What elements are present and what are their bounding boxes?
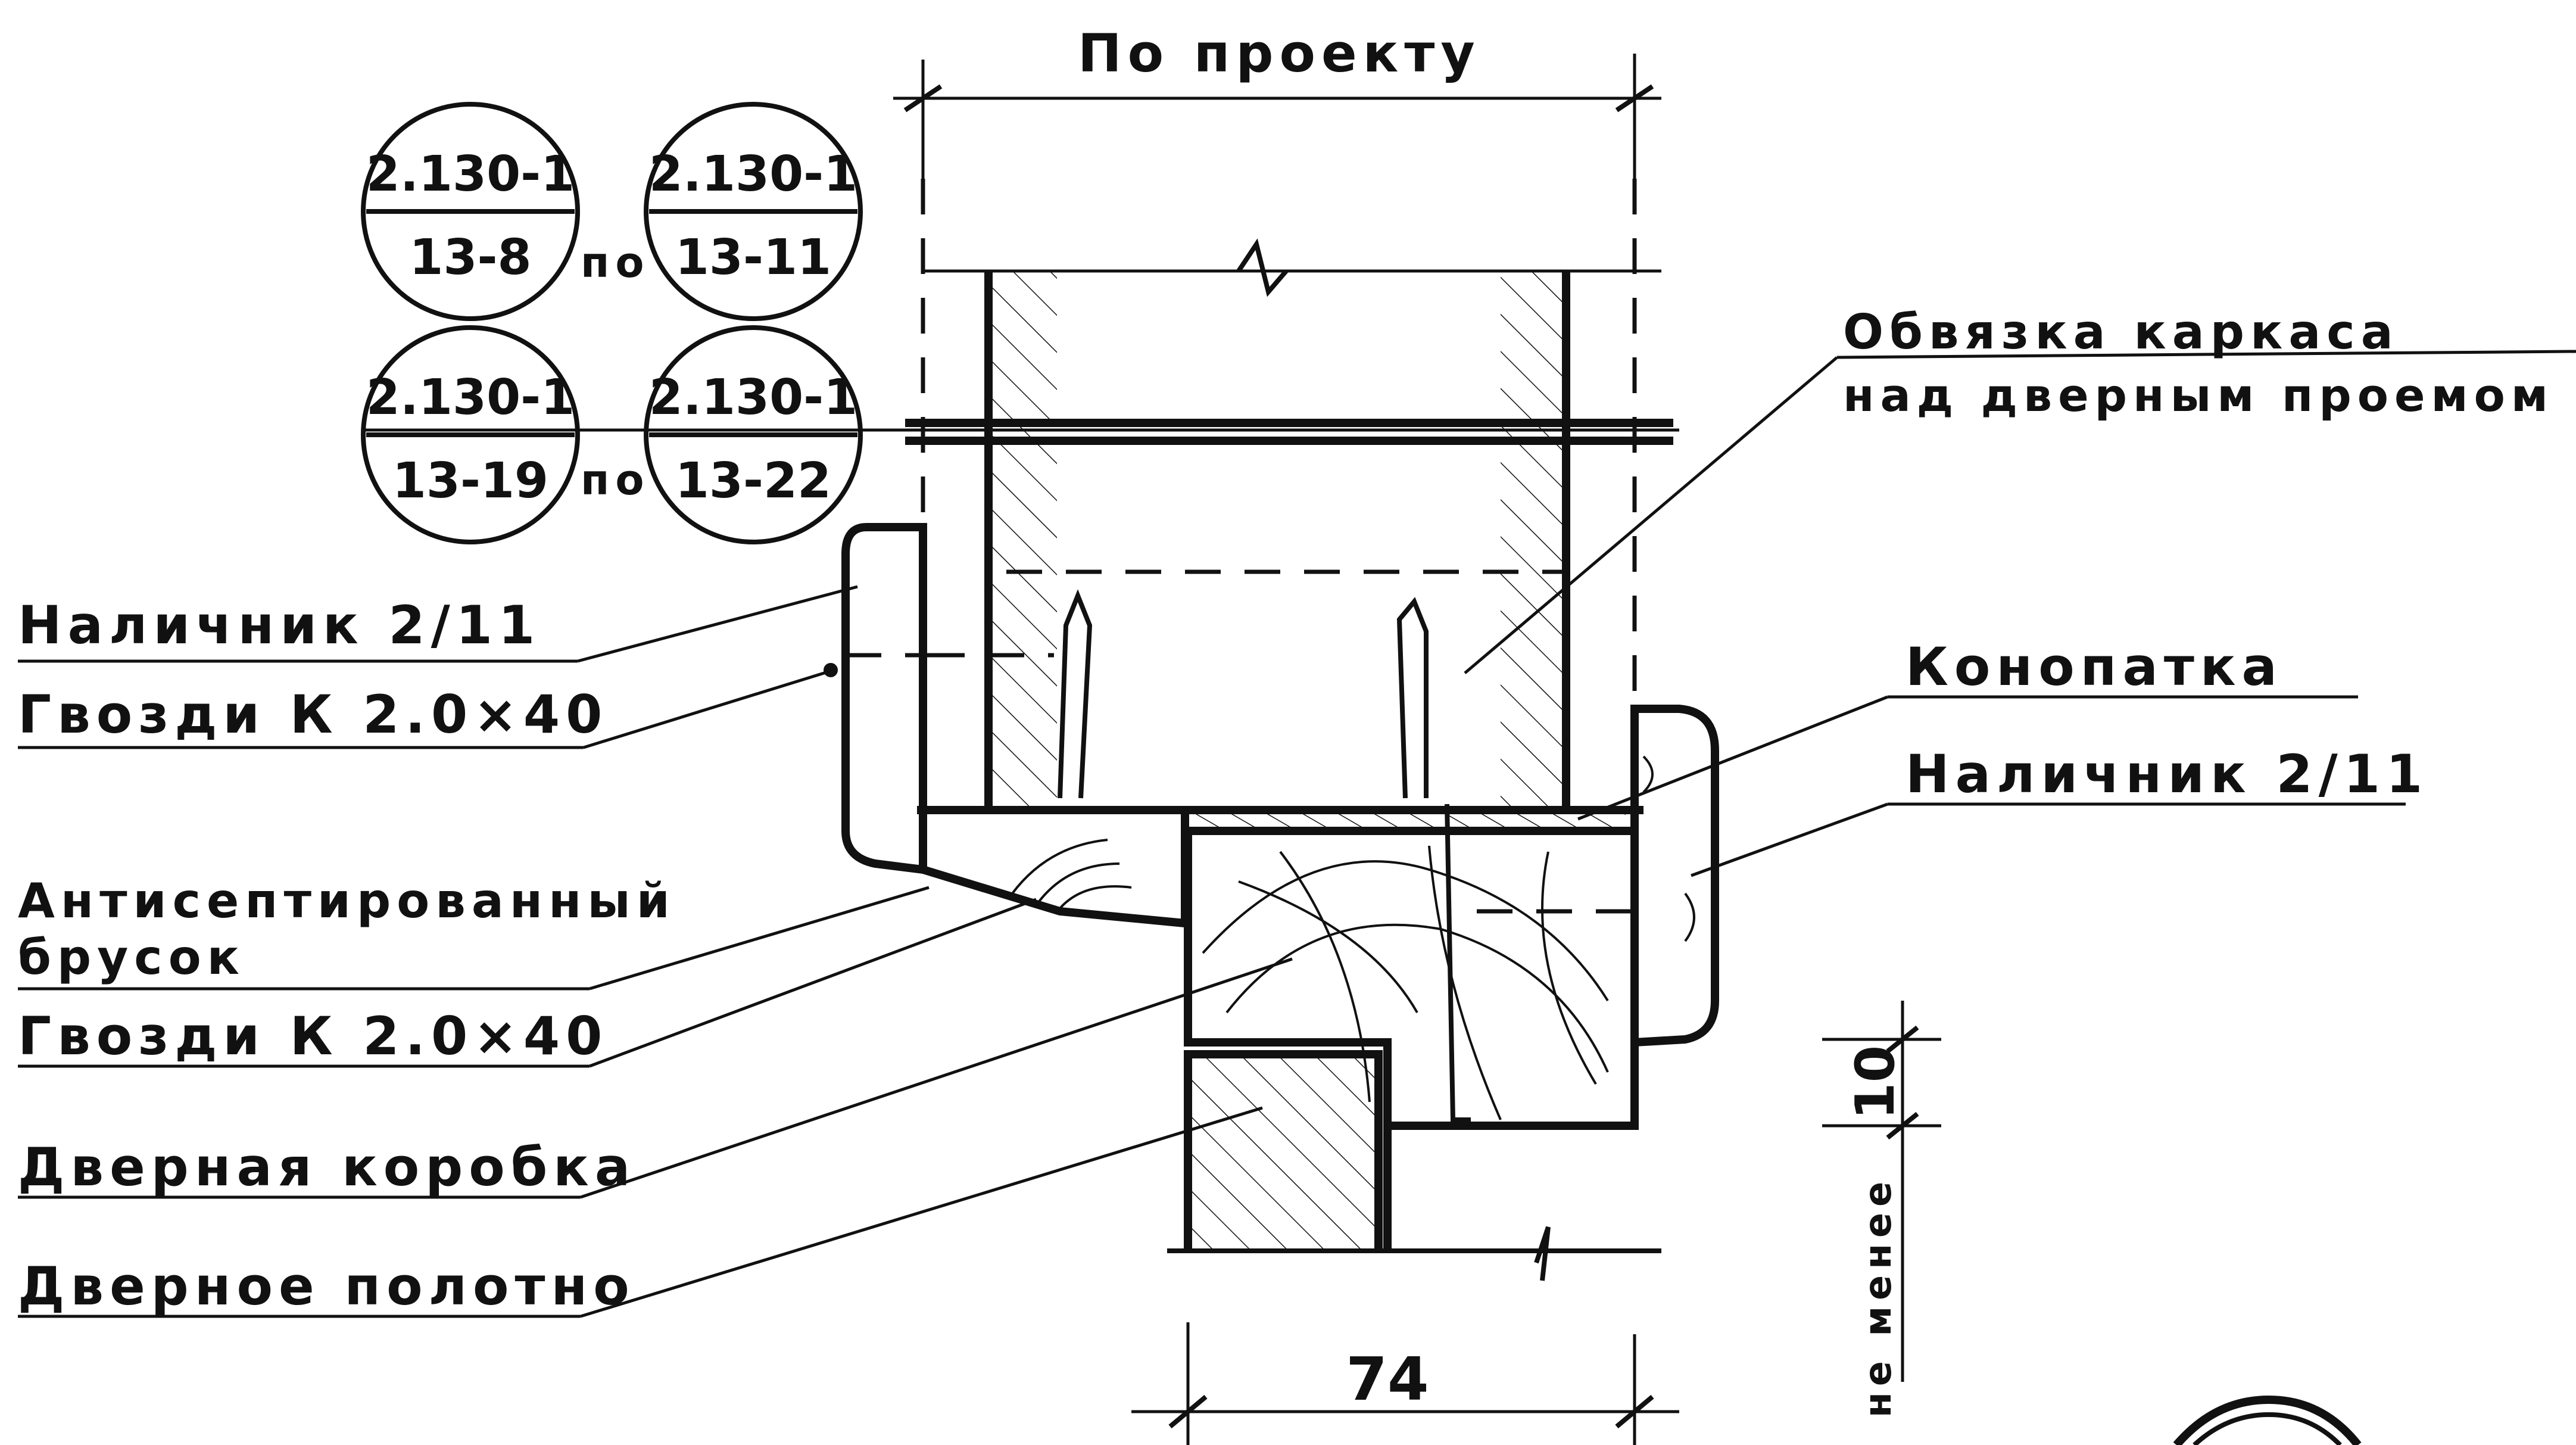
reference-top: 2.130-1 <box>366 146 575 203</box>
reference-bottom: 13-22 <box>675 453 831 509</box>
trim-left-label: Наличник 2/11 <box>18 594 541 656</box>
callout-nails-2: Гвозди К 2.0×40 <box>18 898 1037 1068</box>
bar-label: Антисептированный <box>18 873 676 929</box>
side-dimension-note: не менее <box>1856 1176 1900 1418</box>
right-trim <box>1630 705 1719 1047</box>
nail-head-icon <box>824 663 838 677</box>
reference-connector: по <box>581 456 650 504</box>
side-dimension-value: 10 <box>1844 1045 1907 1120</box>
antiseptic-bar <box>919 806 1189 928</box>
reference-top: 2.130-1 <box>649 146 857 203</box>
reference-circle: 2.130-1 13-19 <box>361 325 580 544</box>
reference-top: 2.130-1 <box>649 369 857 426</box>
frame-tie-label: Обвязка каркаса <box>1843 304 2399 360</box>
callout-trim-left: Наличник 2/11 <box>18 585 858 663</box>
caulk-label: Конопатка <box>1906 636 2283 697</box>
callout-door-leaf: Дверное полотно <box>18 1106 1263 1318</box>
partial-circle-symbol <box>2173 1395 2362 1445</box>
reference-connector: по <box>581 238 650 287</box>
nails-1-label: Гвозди К 2.0×40 <box>18 684 608 745</box>
reference-bottom: 13-11 <box>675 229 831 286</box>
nails-2-label: Гвозди К 2.0×40 <box>18 1005 608 1067</box>
reference-bottom: 13-8 <box>409 229 531 286</box>
bottom-dimension-value: 74 <box>1346 1344 1429 1414</box>
bottom-dimension: 74 <box>1131 1322 1679 1445</box>
side-dimension: 10 не менее <box>1822 1001 1941 1418</box>
callout-nails-1: Гвозди К 2.0×40 <box>18 663 838 749</box>
door-leaf <box>1167 1048 1661 1281</box>
reference-top: 2.130-1 <box>366 369 575 426</box>
top-dimension: По проекту <box>893 23 1661 179</box>
top-dimension-label: По проекту <box>1078 23 1481 84</box>
reference-bottom: 13-19 <box>392 453 548 509</box>
reference-circle: 2.130-1 13-8 <box>361 102 580 321</box>
callout-caulk: Конопатка <box>1577 636 2358 821</box>
left-trim <box>841 523 929 874</box>
bar-label: брусок <box>18 930 245 985</box>
frame-tie-label: над дверным проемом <box>1843 369 2554 422</box>
reference-circle: 2.130-1 13-11 <box>644 102 863 321</box>
door-frame-label: Дверная коробка <box>18 1136 636 1198</box>
callout-frame-tie: Обвязка каркаса над дверным проемом <box>1464 304 2576 674</box>
frame-tie-section <box>905 179 1673 1048</box>
callout-door-frame: Дверная коробка <box>18 957 1293 1199</box>
callout-trim-right: Наличник 2/11 <box>1691 743 2428 877</box>
callout-bar: Антисептированный брусок <box>18 873 930 991</box>
trim-right-label: Наличник 2/11 <box>1906 743 2428 805</box>
reference-circle: 2.130-1 13-22 <box>644 325 863 544</box>
partial-circle-symbol-inner <box>2193 1412 2342 1445</box>
door-leaf-label: Дверное полотно <box>18 1256 635 1317</box>
